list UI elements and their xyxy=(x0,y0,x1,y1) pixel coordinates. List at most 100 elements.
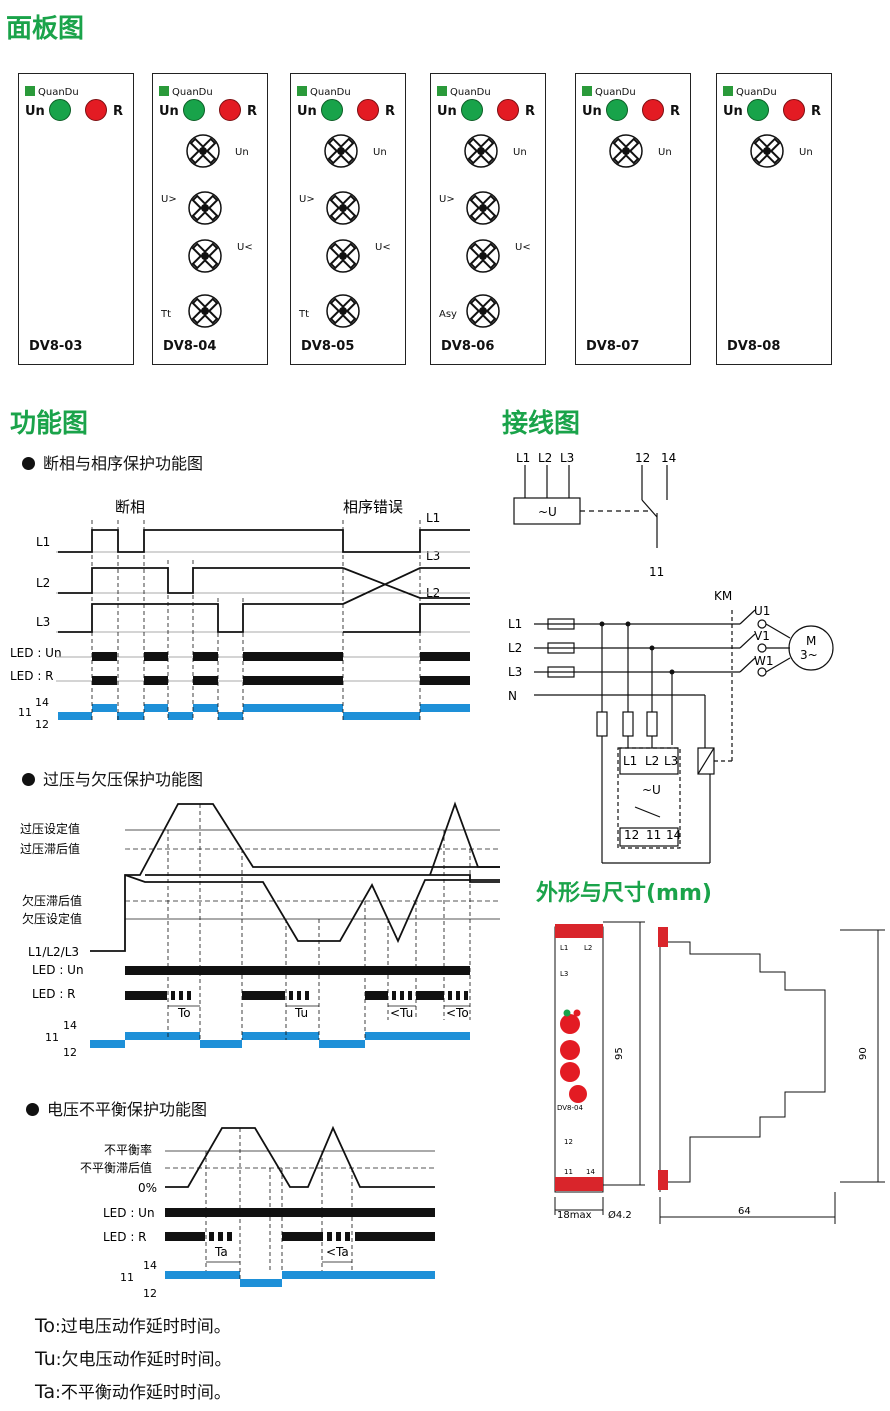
panel-section-title: 面板图 xyxy=(6,14,85,44)
km-label: KM xyxy=(714,589,732,603)
model-label: DV8-04 xyxy=(163,339,217,354)
timer-lt-tu: <Tu xyxy=(390,1006,413,1020)
model-label: DV8-08 xyxy=(727,339,781,354)
dial-un-knob-icon[interactable] xyxy=(745,129,789,177)
dial-ugt-knob-icon[interactable] xyxy=(461,186,505,234)
motor-phase: 3~ xyxy=(800,648,818,662)
note-tu-text: :欠电压动作延时时间。 xyxy=(55,1350,232,1370)
dim-term-l3: L3 xyxy=(560,970,568,978)
line-l3: L3 xyxy=(508,665,522,679)
dial-asy-knob-icon[interactable] xyxy=(461,289,505,337)
r-label: R xyxy=(670,104,681,119)
led-red-icon xyxy=(85,99,107,121)
over-under-voltage-diagram: 过压设定值 过压滞后值 欠压滞后值 欠压设定值 L1/L2/L3 LED : U… xyxy=(20,801,500,1059)
motor-w1: W1 xyxy=(754,654,774,668)
diagram1-heading: 断相与相序保护功能图 xyxy=(22,450,203,474)
diagram2-title: 过压与欠压保护功能图 xyxy=(43,770,204,789)
r-label: R xyxy=(247,104,258,119)
timer-to: To xyxy=(177,1006,191,1020)
un-label: Un xyxy=(437,104,457,119)
led-red-icon xyxy=(497,99,519,121)
relay-label-12: 12 xyxy=(35,718,49,731)
relay-label-11: 11 xyxy=(120,1271,134,1284)
dim-term-14: 14 xyxy=(586,1168,595,1176)
function-section-title: 功能图 xyxy=(10,409,89,439)
led-green-icon xyxy=(747,99,769,121)
dim-hole: Ø4.2 xyxy=(608,1209,632,1221)
phase-sequence-diagram: 断相 相序错误 L1 L2 L3 LED : Un LED : R 14 11 … xyxy=(10,498,470,731)
diagram3-heading: 电压不平衡保护功能图 xyxy=(26,1096,207,1120)
dial-ult-knob-icon[interactable] xyxy=(183,234,227,282)
dim-18max: 18max xyxy=(557,1210,592,1221)
relay-label-11: 11 xyxy=(18,706,32,719)
brand-logo: QuanDu xyxy=(297,86,351,98)
dial-ult-knob-icon[interactable] xyxy=(461,234,505,282)
dim-term-11: 11 xyxy=(564,1168,573,1176)
diagram2-heading: 过压与欠压保护功能图 xyxy=(22,766,203,790)
term-11: 11 xyxy=(649,565,664,579)
r-label: R xyxy=(811,104,822,119)
dial-label: Un xyxy=(373,147,387,158)
dial-ult-knob-icon[interactable] xyxy=(321,234,365,282)
dim-95: 95 xyxy=(614,1047,625,1060)
row-label-led-un: LED : Un xyxy=(10,646,62,660)
diagram1-title: 断相与相序保护功能图 xyxy=(43,454,204,473)
level-unbalance-hyst: 不平衡滞后值 xyxy=(80,1160,152,1175)
dial-un-knob-icon[interactable] xyxy=(604,129,648,177)
brand-logo: QuanDu xyxy=(723,86,777,98)
motor-v1: V1 xyxy=(754,629,770,643)
row-label-l1: L1 xyxy=(36,535,50,549)
model-label: DV8-06 xyxy=(441,339,495,354)
box-14: 14 xyxy=(666,828,681,842)
dial-side-label: U> xyxy=(439,194,455,205)
level-unbalance: 不平衡率 xyxy=(104,1142,152,1157)
unbalance-diagram: 不平衡率 不平衡滞后值 0% LED : Un LED : R 14 11 12… xyxy=(80,1125,435,1300)
model-label: DV8-05 xyxy=(301,339,355,354)
dimension-drawing: 95 90 64 18max Ø4.2 DV8-04 L1 L2 L3 12 1… xyxy=(554,921,885,1224)
row-label-led-r: LED : R xyxy=(103,1230,147,1244)
row-label-led-un: LED : Un xyxy=(103,1206,155,1220)
r-label: R xyxy=(113,104,124,119)
box-l1: L1 xyxy=(623,754,637,768)
dial-un-knob-icon[interactable] xyxy=(181,129,225,177)
relay-label-12: 12 xyxy=(63,1046,77,1059)
row-label-l2: L2 xyxy=(36,576,50,590)
note-ta-text: :不平衡动作延时时间。 xyxy=(55,1383,231,1403)
bullet-icon xyxy=(22,457,35,470)
term-14: 14 xyxy=(661,451,676,465)
term-l1: L1 xyxy=(516,451,530,465)
dial-un-knob-icon[interactable] xyxy=(319,129,363,177)
dial-tt-knob-icon[interactable] xyxy=(183,289,227,337)
led-red-icon xyxy=(219,99,241,121)
dim-90: 90 xyxy=(858,1047,869,1060)
phase-loss-label: 断相 xyxy=(115,498,145,516)
led-green-icon xyxy=(321,99,343,121)
line-n: N xyxy=(508,689,517,703)
row-label-led-un: LED : Un xyxy=(32,963,84,977)
dial-side-label: U< xyxy=(375,242,391,253)
dial-side-label: Tt xyxy=(299,309,310,320)
dial-tt-knob-icon[interactable] xyxy=(321,289,365,337)
dial-ugt-knob-icon[interactable] xyxy=(183,186,227,234)
led-red-icon xyxy=(642,99,664,121)
brand-logo: QuanDu xyxy=(25,86,79,98)
note-ta-code: Ta xyxy=(35,1381,56,1403)
led-green-icon xyxy=(606,99,628,121)
relay-label-12: 12 xyxy=(143,1287,157,1300)
term-l2: L2 xyxy=(538,451,552,465)
dial-un-knob-icon[interactable] xyxy=(459,129,503,177)
diagram3-title: 电压不平衡保护功能图 xyxy=(47,1100,208,1119)
note-to: To:过电压动作延时时间。 xyxy=(35,1312,231,1337)
dim-model: DV8-04 xyxy=(557,1104,583,1112)
box-unit: ~U xyxy=(642,783,661,797)
dial-label: Un xyxy=(658,147,672,158)
dim-term-12: 12 xyxy=(564,1138,573,1146)
dial-ugt-knob-icon[interactable] xyxy=(321,186,365,234)
row-label-l3: L3 xyxy=(36,615,50,629)
dim-term-l1: L1 xyxy=(560,944,568,952)
dimension-section-title: 外形与尺寸(mm) xyxy=(536,881,712,906)
bullet-icon xyxy=(26,1103,39,1116)
r-label: R xyxy=(385,104,396,119)
